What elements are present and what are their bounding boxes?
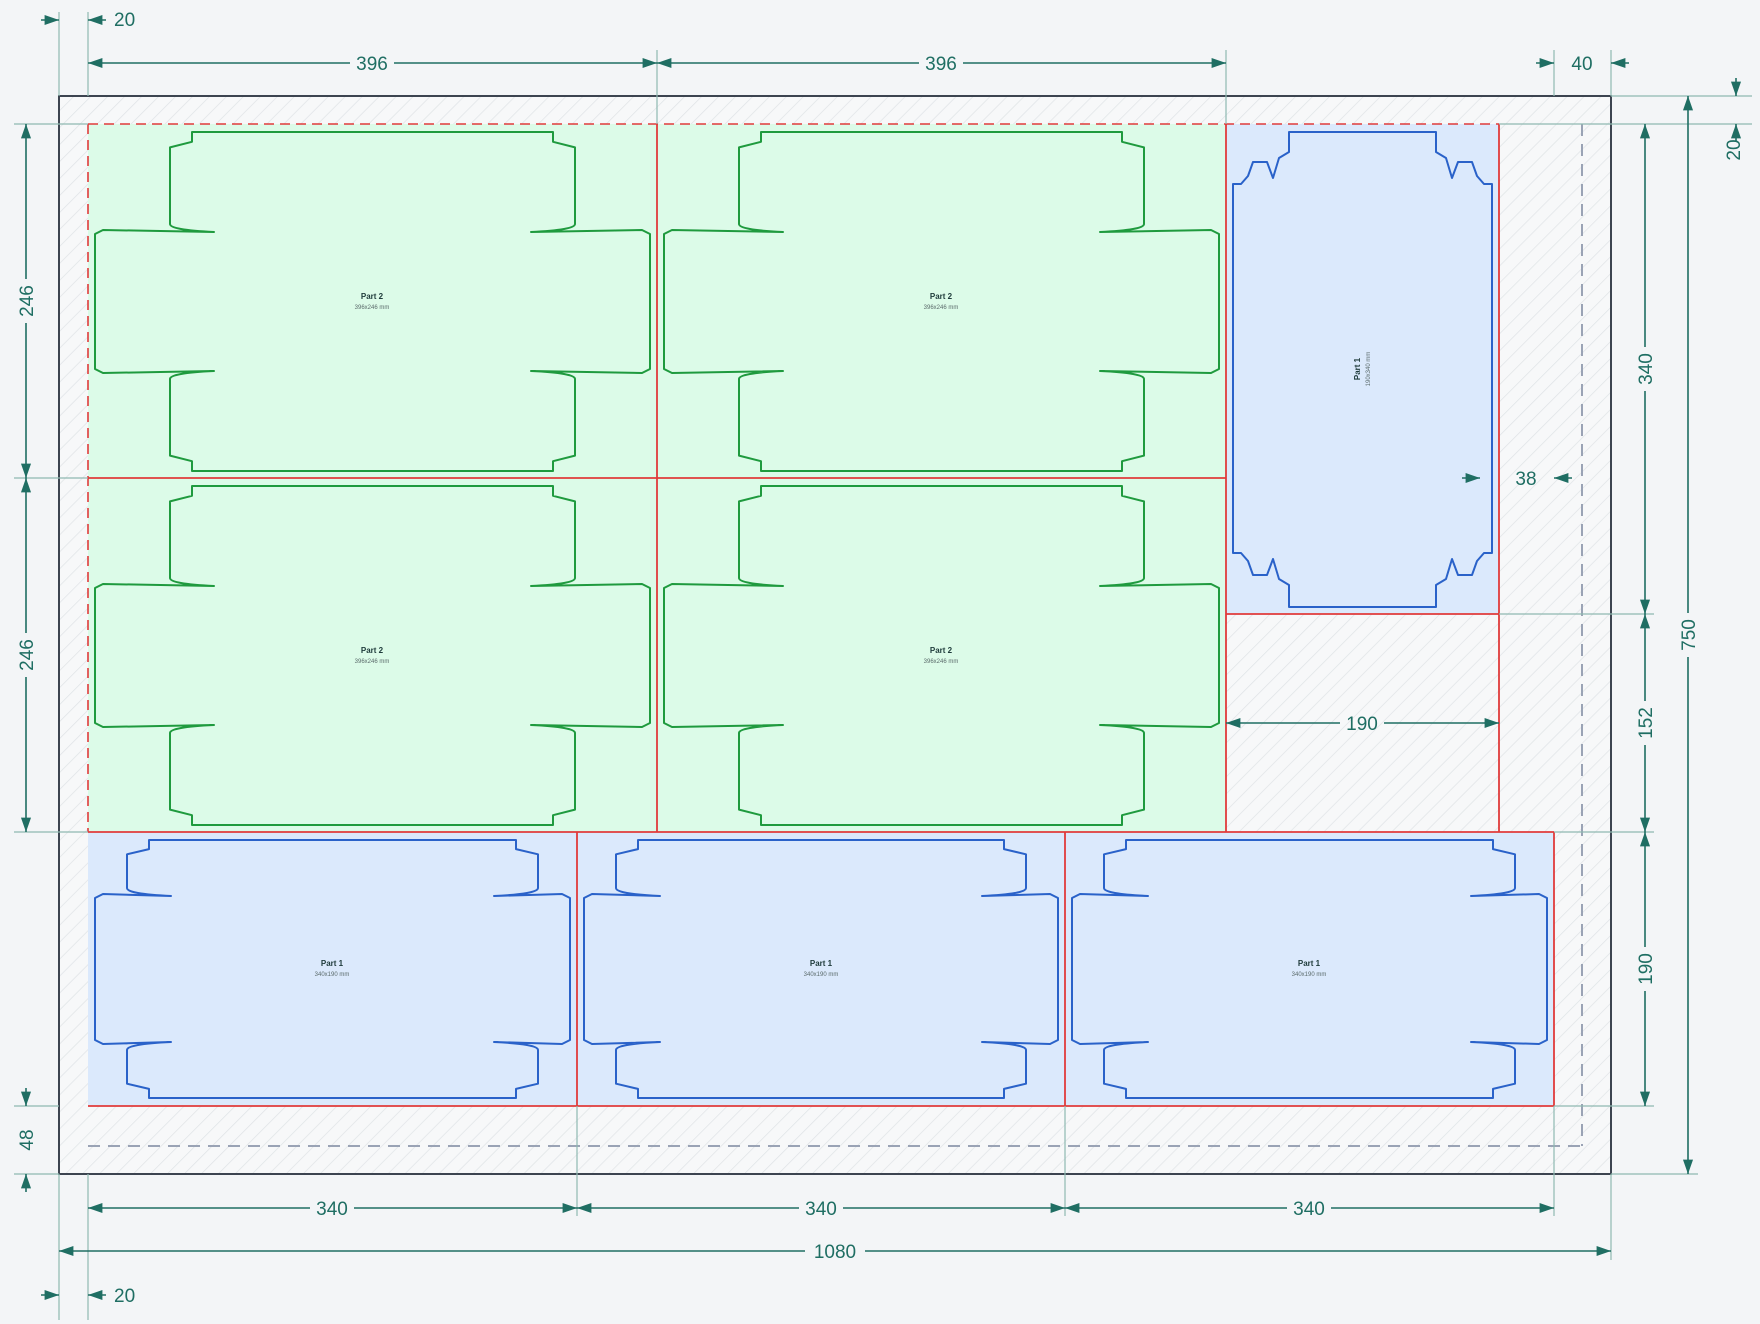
dimension-labels: 20 396 396 40 20 246 246 340 38 152 750 … [17, 10, 1745, 1307]
part2-outline-1 [94, 131, 651, 472]
dim-overall-height: 750 [1679, 619, 1700, 651]
cut-lines [88, 124, 1555, 1107]
part1-label-1: Part 1 [321, 959, 344, 968]
dim-part1-width-c: 340 [1293, 1199, 1325, 1220]
part1-rot-outline [1232, 131, 1493, 608]
dim-gap-152: 152 [1636, 707, 1657, 739]
part1-size-1: 340x190 mm [315, 972, 350, 978]
part1-outline-1 [94, 839, 571, 1099]
dim-margin-left-bottom: 20 [114, 1286, 135, 1307]
part2-label-4: Part 2 [930, 646, 953, 655]
dim-part1-height: 190 [1636, 953, 1657, 985]
dim-overall-width: 1080 [814, 1242, 856, 1263]
part2-label-2: Part 2 [930, 292, 953, 301]
part1-outline-2 [583, 839, 1059, 1099]
part-labels: Part 2 396x246 mm Part 2 396x246 mm Part… [315, 292, 1372, 978]
part1-rot-label: Part 1 [1353, 357, 1362, 380]
part2-size-4: 396x246 mm [924, 659, 959, 665]
part1-size-2: 340x190 mm [804, 972, 839, 978]
part1-outline-3 [1071, 839, 1548, 1099]
dim-right-margin: 40 [1571, 54, 1592, 75]
trim-lines [88, 124, 1583, 1147]
part2-outline-2 [663, 131, 1220, 472]
part2-outline-3 [94, 485, 651, 826]
dim-part2-width-b: 396 [925, 54, 957, 75]
dim-part2-width-a: 396 [356, 54, 388, 75]
part1-label-2: Part 1 [810, 959, 833, 968]
part2-outline-4 [663, 485, 1220, 826]
dim-part1-width-b: 340 [805, 1199, 837, 1220]
part2-size-1: 396x246 mm [355, 305, 390, 311]
dim-margin-left-top: 20 [114, 10, 135, 31]
part1-size-3: 340x190 mm [1292, 972, 1327, 978]
dim-part1-width-a: 340 [316, 1199, 348, 1220]
dim-part2-height-a: 246 [17, 285, 38, 317]
part2-label-3: Part 2 [361, 646, 384, 655]
dim-top-margin: 20 [1724, 139, 1745, 160]
part2-size-2: 396x246 mm [924, 305, 959, 311]
part1-rot-size: 190x340 mm [1366, 352, 1372, 387]
part1-label-3: Part 1 [1298, 959, 1321, 968]
dim-rot-width: 190 [1346, 714, 1378, 735]
part2-label-1: Part 2 [361, 292, 384, 301]
dim-gap-38: 38 [1515, 469, 1536, 490]
dim-rot-height: 340 [1636, 353, 1657, 385]
dim-part2-height-b: 246 [17, 639, 38, 671]
part2-size-3: 396x246 mm [355, 659, 390, 665]
dim-bottom-margin: 48 [17, 1129, 38, 1150]
